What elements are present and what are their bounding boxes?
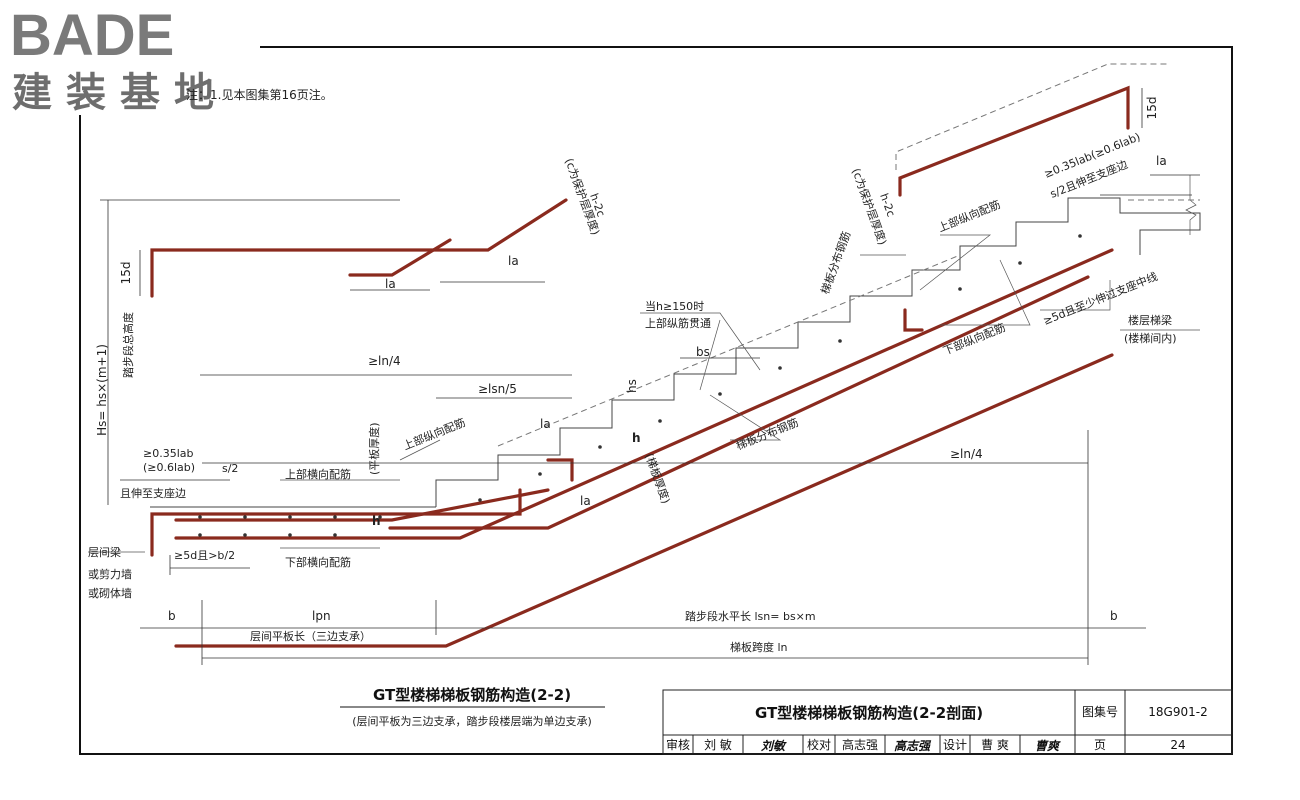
titleblock-review-sign: 刘敏 <box>761 739 787 753</box>
label-b-right: b <box>1110 609 1118 623</box>
label-b-left: b <box>168 609 176 623</box>
platform-top-bar <box>150 488 522 557</box>
leader-lines <box>88 234 1200 553</box>
label-anchor-left-1: ≥0.35lab <box>143 447 194 460</box>
top-bar-right <box>898 85 1130 197</box>
label-la-4: la <box>580 494 591 508</box>
label-hs: hs <box>625 379 639 393</box>
label-top-long-bar-left: 上部纵向配筋 <box>401 415 467 453</box>
label-ln4-right: ≥ln/4 <box>950 447 983 461</box>
drawing-frame <box>79 46 1233 755</box>
label-15d-left: 15d <box>119 262 133 285</box>
label-stair-beam-1: 楼层梯梁 <box>1128 313 1172 327</box>
titleblock-checker: 高志强 <box>842 737 878 752</box>
label-anchor-left-2: (≥0.6lab) <box>143 461 195 474</box>
label-lpn: lpn <box>312 609 331 623</box>
dimension-lines <box>100 88 1200 665</box>
label-hs-total-desc: 踏步段总高度 <box>121 312 135 378</box>
note-text: 注：1.见本图集第16页注。 <box>186 87 333 102</box>
label-top-long-bar-right: 上部纵向配筋 <box>936 197 1002 235</box>
label-la-1: la <box>385 277 396 291</box>
titleblock-check-label: 校对 <box>807 737 831 752</box>
stair-soffit-line <box>176 354 1113 647</box>
label-la-right: la <box>1156 154 1167 168</box>
label-lsn-desc: 踏步段水平长 lsn= bs×m <box>685 609 816 623</box>
label-bottom-long-bar: 下部纵向配筋 <box>941 320 1007 358</box>
titleblock-design-sign: 曹爽 <box>1035 739 1061 753</box>
label-mid-beam-3: 或砌体墙 <box>88 586 132 600</box>
label-lsn5: ≥lsn/5 <box>478 382 517 396</box>
label-h2c-right: h-2c <box>877 192 897 219</box>
label-bs: bs <box>696 345 710 359</box>
label-s2-left: s/2 <box>222 462 238 475</box>
label-la-2: la <box>508 254 519 268</box>
label-stair-thick: (梯板厚度) <box>642 451 673 505</box>
titleblock-designer: 曹 爽 <box>981 738 1009 752</box>
label-anchor-5d-left: ≥5d且>b/2 <box>174 549 235 562</box>
titleblock-page-no: 24 <box>1170 738 1185 752</box>
titleblock-title: GT型楼梯梯板钢筋构造(2-2剖面) <box>755 704 983 722</box>
label-la-3: la <box>540 417 551 431</box>
label-ln-desc: 梯板跨度 ln <box>730 640 788 654</box>
platform-top-bar-2 <box>174 488 550 522</box>
label-lpn-desc: 层间平板长（三边支承） <box>250 629 371 643</box>
bade-logo: BADE 建装基地 <box>0 0 260 116</box>
distribution-bar-dots <box>198 234 1082 537</box>
logo-brand: BADE <box>10 3 174 68</box>
titleblock-reviewer: 刘 敏 <box>704 737 732 752</box>
label-slab-thick-left: (平板厚度) <box>367 422 381 475</box>
titleblock-review-label: 审核 <box>666 737 690 752</box>
label-dist-bar-right: 梯板分布钢筋 <box>818 229 854 296</box>
label-bot-trans-bar: 下部横向配筋 <box>285 555 351 569</box>
titleblock-check-sign: 高志强 <box>894 739 932 753</box>
continuous-top-bar-dash <box>895 63 1168 170</box>
label-mid-beam-2: 或剪力墙 <box>88 567 132 581</box>
label-h150-2: 上部纵筋贯通 <box>645 316 711 330</box>
stair-steps-outline <box>435 197 1201 507</box>
title-block <box>662 689 1233 755</box>
titleblock-page-label: 页 <box>1094 738 1106 752</box>
soffit-bar <box>174 353 1114 648</box>
label-h150-1: 当h≥150时 <box>645 299 704 313</box>
label-stair-beam-2: (楼梯间内) <box>1124 331 1177 345</box>
logo-subtitle: 建装基地 <box>12 70 228 116</box>
hook-mid <box>546 458 574 482</box>
label-top-trans-bar: 上部横向配筋 <box>285 467 351 481</box>
caption-title: GT型楼梯梯板钢筋构造(2-2) <box>373 686 571 704</box>
bottom-long-bar-2 <box>388 275 1090 530</box>
lap-bar-left-detail <box>348 238 452 277</box>
break-line <box>1185 175 1197 235</box>
label-ln4-left: ≥ln/4 <box>368 354 401 368</box>
label-h-left: h <box>372 514 381 528</box>
label-mid-beam-1: 层间梁 <box>88 545 121 559</box>
bottom-long-bar <box>174 248 1114 540</box>
mid-dash-line <box>497 254 961 447</box>
caption-subtitle: (层间平板为三边支承，踏步段楼层端为单边支承) <box>352 714 592 728</box>
titleblock-design-label: 设计 <box>943 738 967 752</box>
titleblock-atlas-label: 图集号 <box>1082 704 1118 719</box>
label-dist-bar-mid: 梯板分布钢筋 <box>734 415 800 453</box>
label-hs-total: Hs= hs×(m+1) <box>95 344 109 436</box>
label-15d-right: 15d <box>1145 97 1159 120</box>
hook-upper <box>903 308 924 332</box>
label-anchor-left-3: 且伸至支座边 <box>120 486 186 500</box>
label-h-mid: h <box>632 431 641 445</box>
top-bar-left-detail <box>150 198 568 298</box>
titleblock-atlas-no: 18G901-2 <box>1148 705 1207 719</box>
